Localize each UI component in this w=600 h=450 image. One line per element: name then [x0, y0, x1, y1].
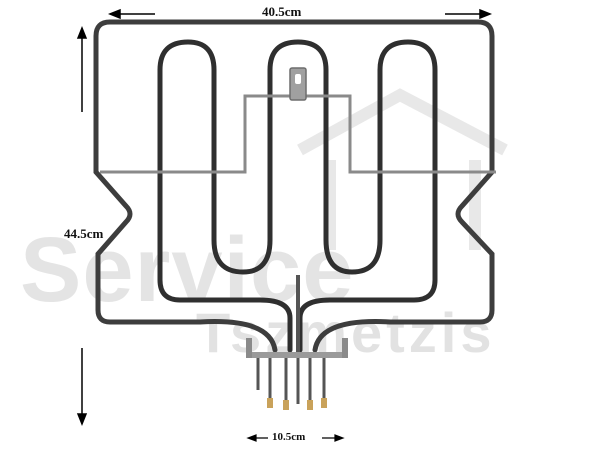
- outer-heating-loop: [93, 19, 495, 353]
- inner-serpentine-loop: [157, 39, 438, 353]
- height-dimension-label: 44.5cm: [64, 226, 104, 241]
- mounting-tab-hole: [295, 74, 301, 84]
- width-arrow-right: [445, 8, 493, 20]
- terminal-dimension-label: 10.5cm: [272, 431, 306, 443]
- terminal-block: [246, 275, 348, 410]
- terminal-arrow-left: [246, 434, 268, 442]
- height-arrow-bottom: [76, 348, 88, 427]
- height-arrow-top: [76, 25, 88, 112]
- width-arrow-left: [107, 8, 155, 20]
- terminal-arrow-right: [322, 434, 345, 442]
- width-dimension-label: 40.5cm: [262, 4, 302, 19]
